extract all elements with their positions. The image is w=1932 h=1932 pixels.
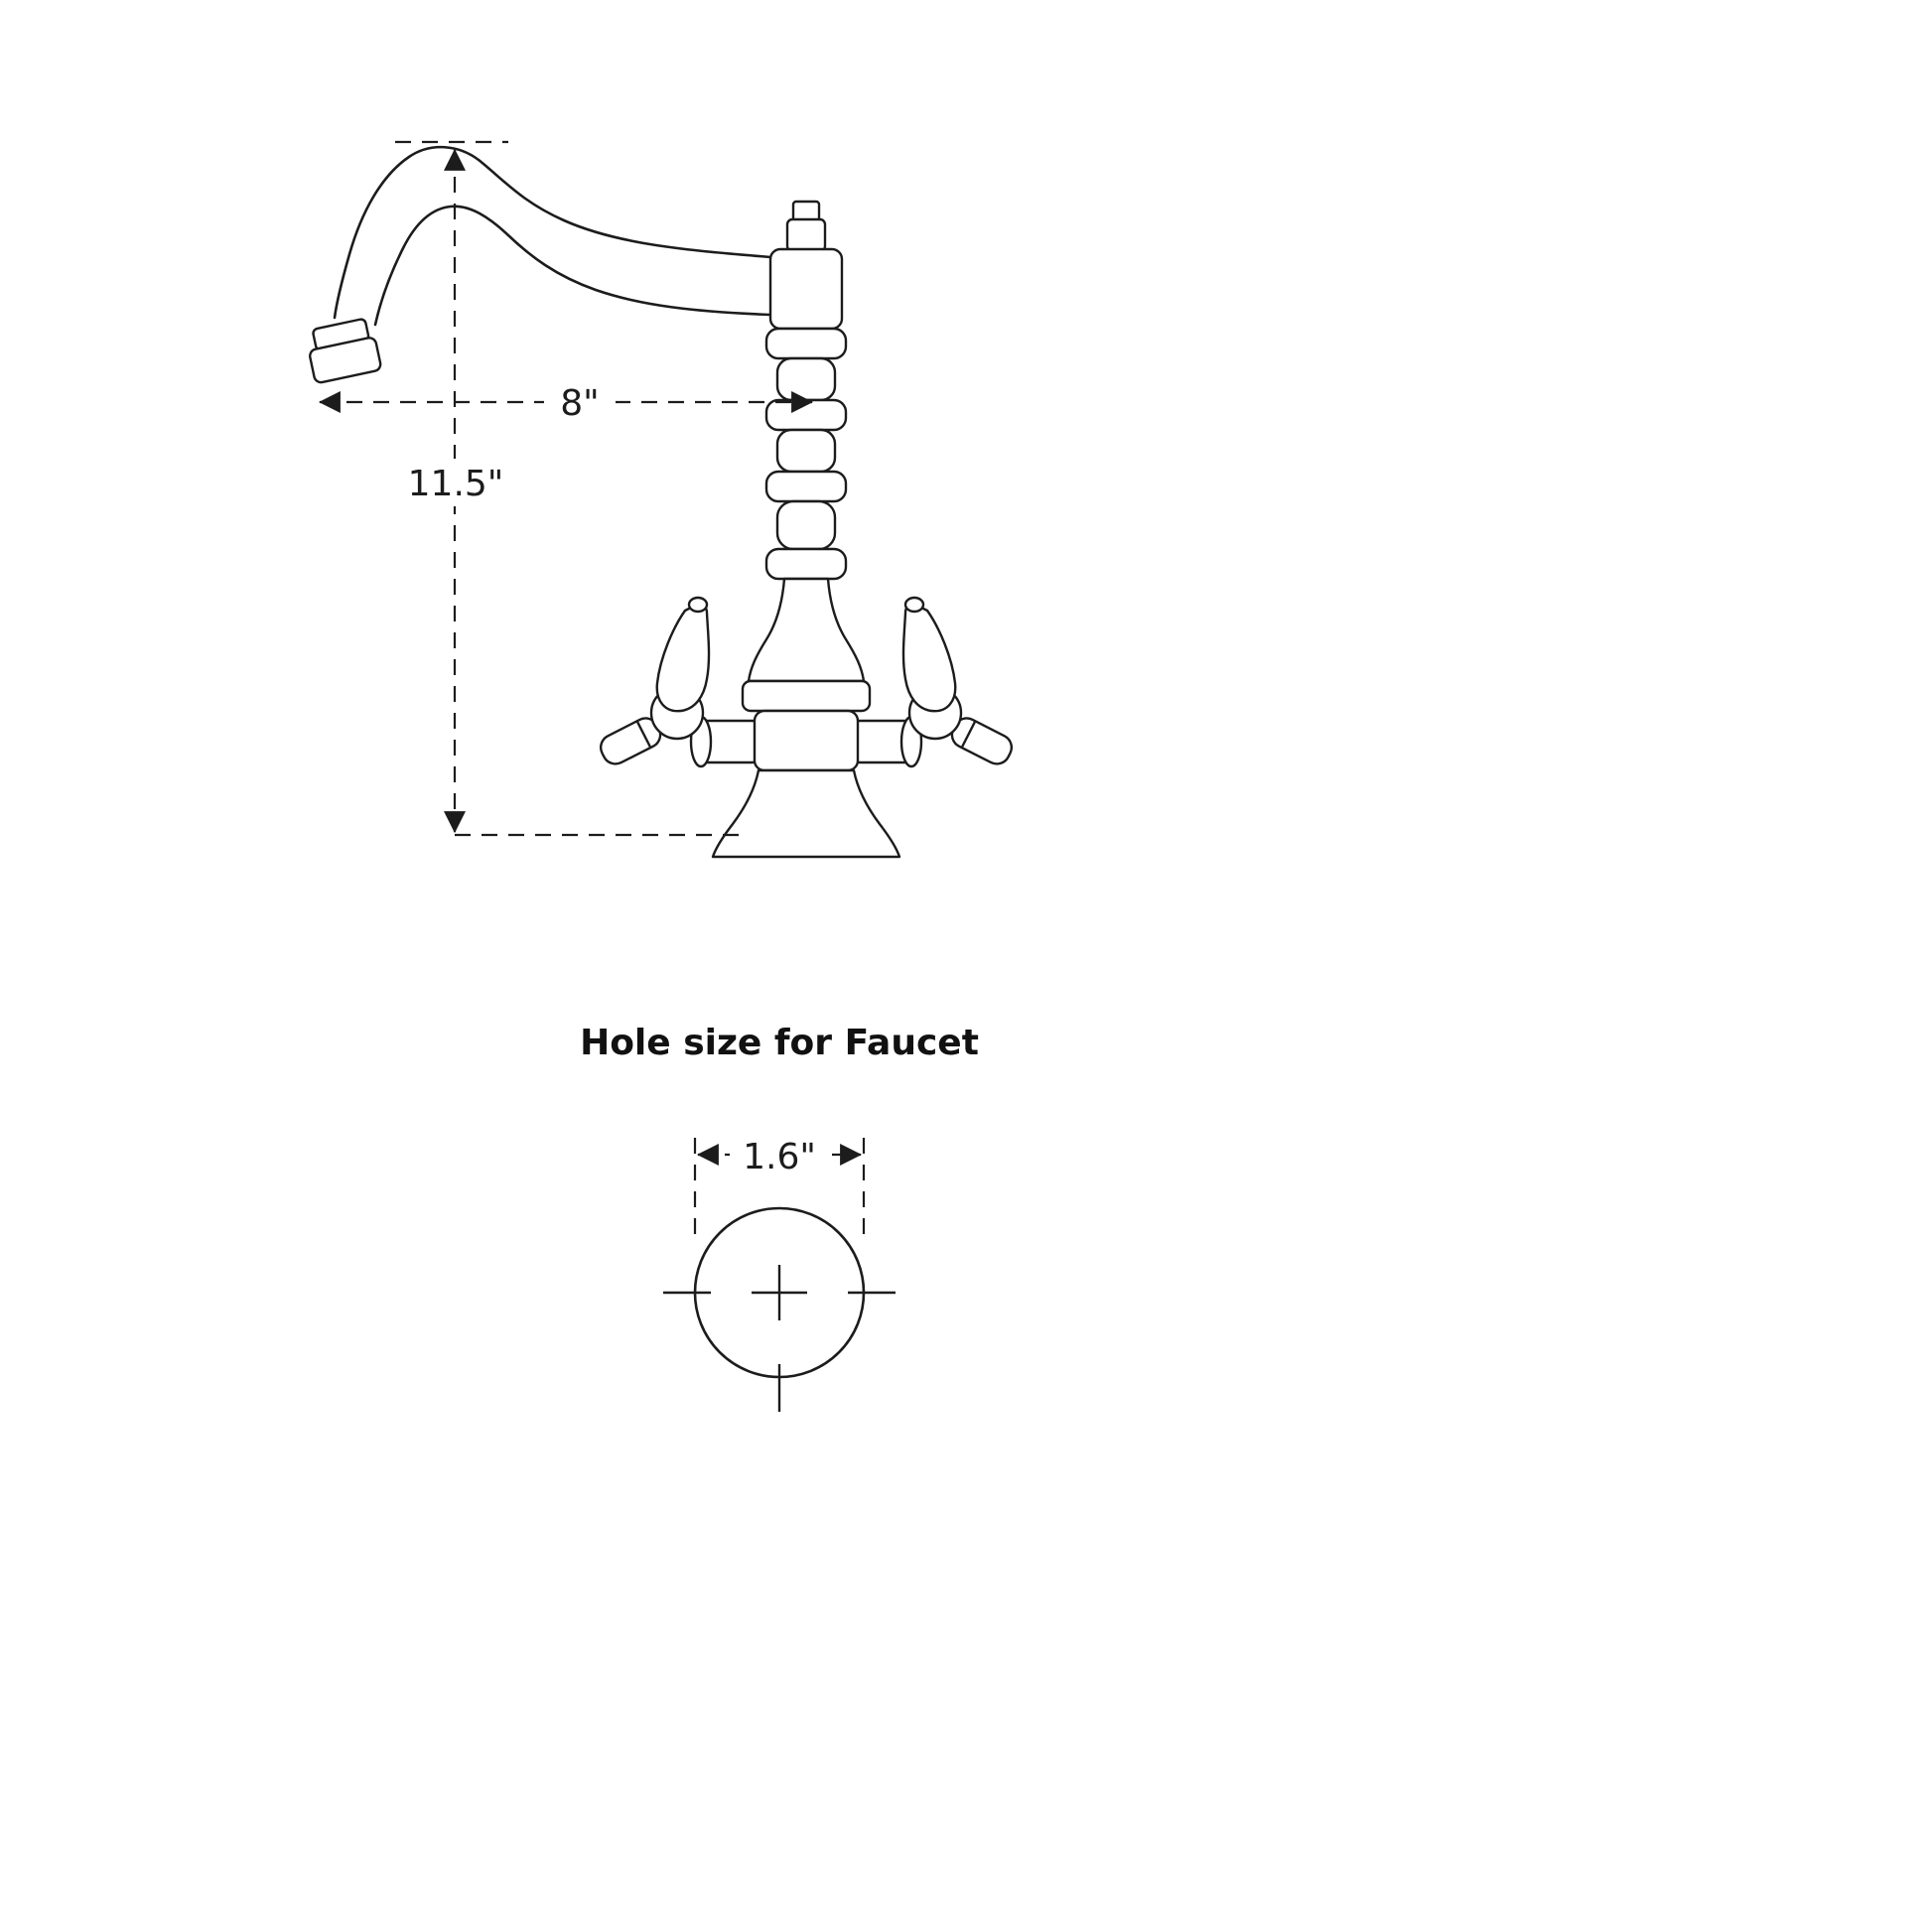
dimension-spout-reach: 8" bbox=[318, 377, 814, 424]
spout-reach-label-background bbox=[544, 377, 616, 423]
height-dimension-label: 11.5" bbox=[408, 464, 504, 504]
faucet-base bbox=[711, 768, 901, 859]
handle-tip-knob bbox=[687, 596, 709, 614]
hole-size-diagram: Hole size for Faucet 1.6" bbox=[580, 1023, 979, 1412]
handle-lever-blade bbox=[655, 602, 711, 713]
faucet-handle-left bbox=[599, 596, 760, 768]
body-collar bbox=[741, 679, 872, 713]
body-ring-1 bbox=[764, 327, 848, 360]
spout-tip-cap bbox=[309, 318, 382, 384]
faucet-handle-right bbox=[852, 596, 1018, 770]
body-lower bbox=[753, 709, 860, 772]
spout-outer-curve bbox=[333, 145, 772, 320]
body-bulge-3 bbox=[775, 499, 837, 551]
spout-reach-dimension-label: 8" bbox=[560, 383, 599, 424]
faucet-body bbox=[711, 200, 901, 859]
body-top-stem bbox=[785, 217, 827, 253]
hole-diameter-label-background bbox=[730, 1132, 829, 1177]
hole-diameter-label: 1.6" bbox=[743, 1137, 816, 1177]
body-neck-flare bbox=[747, 577, 866, 683]
spout-inner-curve bbox=[373, 205, 772, 327]
dimension-height: 11.5" bbox=[395, 140, 740, 837]
body-spout-junction bbox=[768, 247, 844, 331]
handle-stub-band bbox=[636, 721, 651, 748]
height-label-background bbox=[403, 459, 508, 506]
spout-aerator-cup bbox=[309, 337, 382, 384]
body-ring-3 bbox=[764, 470, 848, 503]
body-ring-2 bbox=[764, 398, 848, 432]
body-bulge-2 bbox=[775, 428, 837, 474]
body-bulge-1 bbox=[775, 356, 837, 402]
body-ring-4 bbox=[764, 547, 848, 581]
faucet-drawing bbox=[309, 145, 1018, 859]
hole-size-title: Hole size for Faucet bbox=[580, 1023, 979, 1063]
faucet-spout bbox=[309, 145, 772, 384]
hole-centerlines bbox=[663, 1265, 896, 1412]
